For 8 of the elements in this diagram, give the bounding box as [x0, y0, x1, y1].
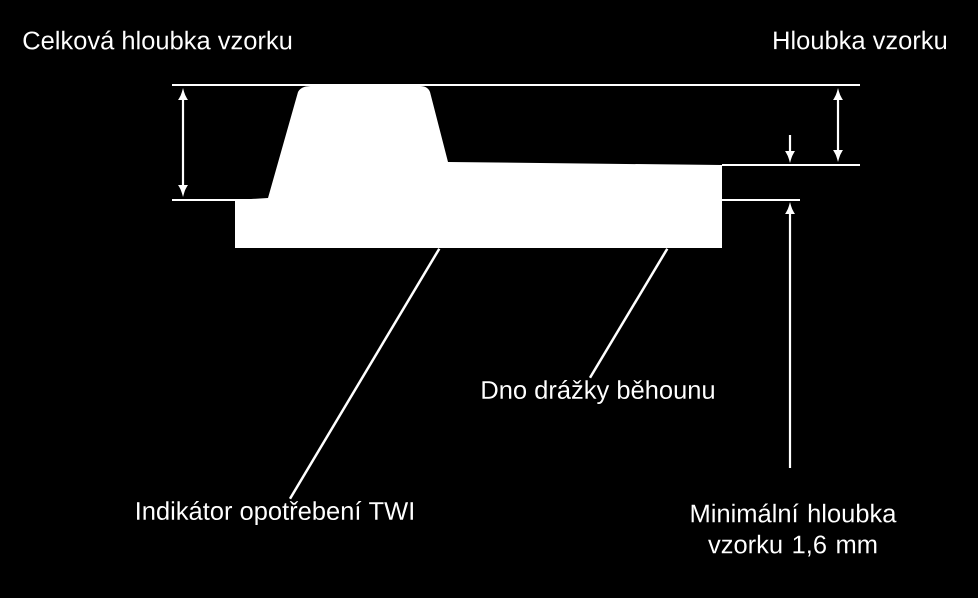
leader-line — [588, 248, 668, 378]
tread-profile-drawing — [235, 86, 722, 248]
dimension-label: Hloubka vzorku — [774, 30, 946, 50]
callout-text: Indikátor opotřebení TWI — [137, 500, 413, 526]
leader-line — [288, 248, 440, 500]
dimension-label: Minimální hloubka vzorku 1,6 mm — [692, 504, 896, 557]
dimension-label: Celková hloubka vzorku — [24, 30, 292, 50]
callout-text: Dno drážky běhounu — [482, 380, 714, 404]
